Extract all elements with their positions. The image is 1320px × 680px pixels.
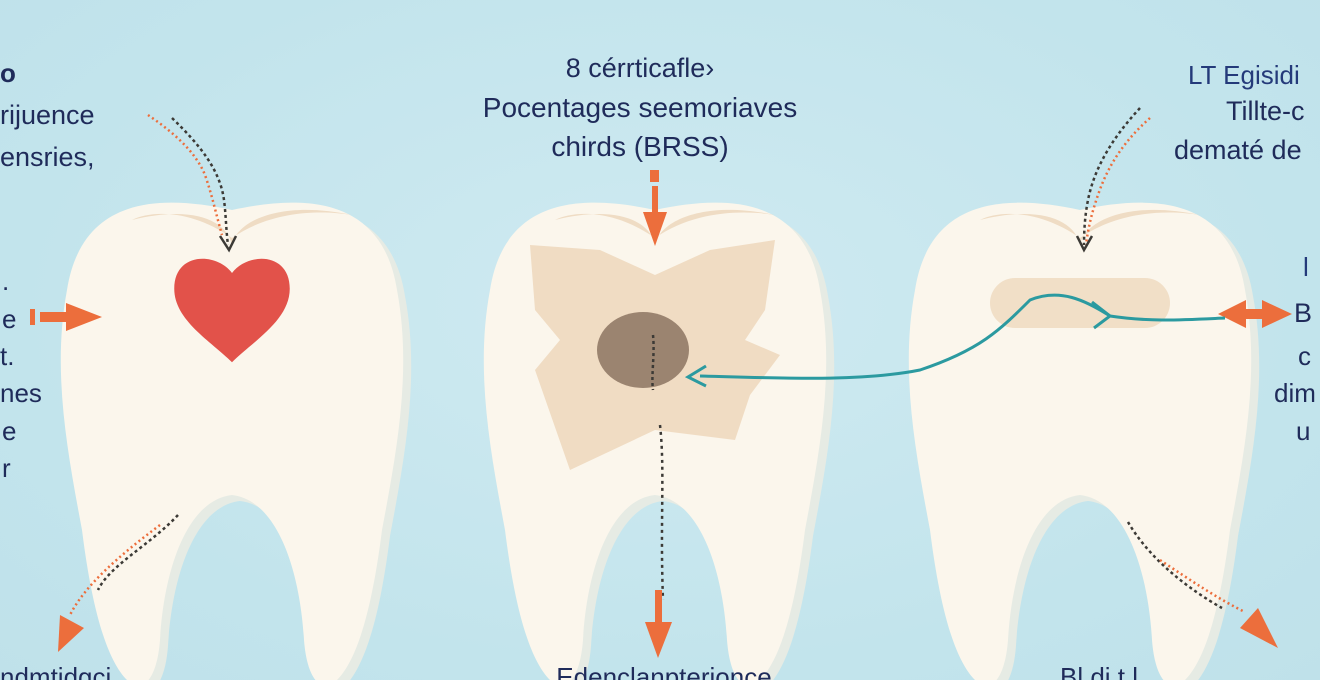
inner-band-right (990, 278, 1170, 328)
left-title: o (0, 58, 16, 88)
left-line-1: rijuence (0, 100, 95, 130)
arrow-down-center-bottom (645, 590, 672, 658)
squiggle-arrow-left-top (147, 113, 238, 253)
center-bottom-label: Edenclanpterionce (556, 662, 772, 680)
heart-icon (174, 258, 290, 363)
arrow-down-center-top (643, 170, 667, 246)
arrow-right-left-side (30, 303, 102, 331)
right-line-2: dematé de (1174, 135, 1302, 165)
left-side-line-6: r (2, 453, 11, 483)
arrow-double-right-side (1218, 300, 1292, 328)
left-line-2: ensries, (0, 142, 95, 172)
right-side-title: l (1303, 252, 1309, 282)
squiggle-arrow-right-top (1075, 107, 1151, 253)
teal-connector-arrow (684, 293, 1226, 388)
tooth-right (908, 202, 1260, 680)
left-side-line-5: e (2, 416, 17, 446)
center-line-3: chirds (BRSS) (551, 131, 729, 162)
right-side-line-2: c (1298, 341, 1311, 371)
squiggle-arrow-left-bottom (58, 514, 179, 652)
right-title: LT Egisidi (1188, 60, 1300, 90)
tooth-center (483, 202, 835, 680)
center-title: 8 cérrticafle› (565, 53, 715, 83)
left-bottom-label: ndmtidgci (0, 662, 112, 680)
dotted-line-center-a (651, 334, 655, 391)
center-subtitle: Pocentages seemoriaves (482, 92, 798, 123)
right-side-line-1: B (1294, 298, 1313, 328)
left-side-line-1: . (2, 266, 10, 296)
squiggle-arrow-right-bottom (1126, 521, 1278, 648)
left-side-line-3: t. (0, 341, 15, 371)
left-side-line-4: nes (0, 378, 42, 408)
tooth-left (60, 202, 412, 680)
right-line-1: Tillte-c (1226, 96, 1305, 126)
right-bottom-label: Bl di t l (1060, 662, 1139, 680)
decay-spot (597, 312, 689, 388)
right-side-line-3: dim (1274, 378, 1316, 408)
left-side-line-2: e (2, 304, 17, 334)
right-side-line-4: u (1296, 416, 1311, 446)
dotted-line-center-b (658, 424, 665, 601)
